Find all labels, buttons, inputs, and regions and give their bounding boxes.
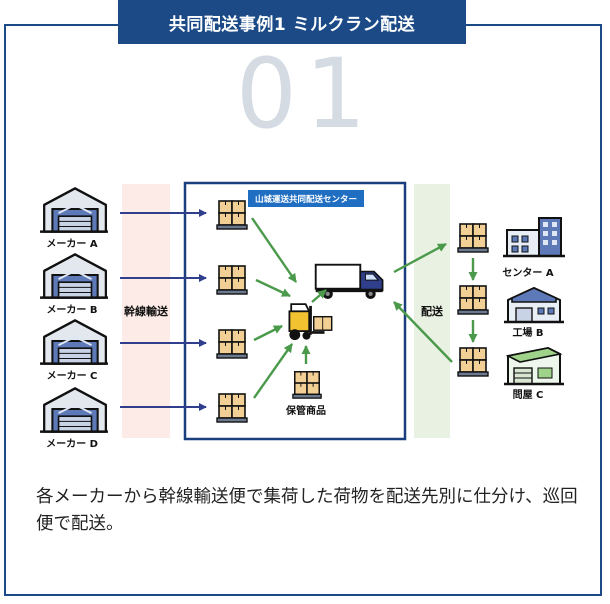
return-arrow <box>393 301 453 363</box>
pallet-icon <box>216 200 248 230</box>
flow-arrow <box>253 343 293 399</box>
maker-label: メーカー C <box>47 370 98 382</box>
delivery-arrow <box>393 242 447 274</box>
pallet-icon <box>457 347 489 377</box>
destination-label: 問屋 C <box>513 389 544 401</box>
center-name-tag <box>248 190 364 207</box>
flow-arrow <box>253 324 283 342</box>
storage-label: 保管商品 <box>285 404 326 417</box>
warehouse-icon <box>502 346 566 386</box>
pallet-icon <box>216 265 248 295</box>
maker-label: メーカー D <box>46 438 98 450</box>
maker-label: メーカー B <box>46 304 97 316</box>
pallet-icon <box>457 223 489 253</box>
case-number: 01 <box>235 38 375 150</box>
destination-wholesaler-c: 問屋 C <box>502 346 566 401</box>
factory-icon <box>38 253 110 299</box>
flow-arrow <box>251 217 297 283</box>
trunk-transport-label: 幹線輸送 <box>124 304 169 318</box>
flow-arrow <box>311 289 327 303</box>
factory-icon <box>38 319 110 365</box>
maker-label: メーカー A <box>46 238 97 250</box>
center-name: 山城運送共同配送センター <box>255 194 357 205</box>
delivery-label: 配送 <box>421 304 444 318</box>
trunk-transport-band <box>122 184 170 438</box>
maker-d: メーカー D <box>38 387 110 450</box>
destination-label: 工場 B <box>512 326 543 339</box>
pallet-icon <box>216 329 248 359</box>
delivery-band <box>414 184 450 438</box>
factory-icon <box>38 187 110 233</box>
factory-icon <box>38 387 110 433</box>
description-text: 各メーカーから幹線輸送便で集荷した荷物を配送先別に仕分け、巡回便で配送。 <box>36 487 578 535</box>
pallet-icon <box>216 393 248 423</box>
destination-label: センター A <box>502 267 553 279</box>
page-title: 共同配送事例1 ミルクラン配送 <box>118 0 466 44</box>
maker-b: メーカー B <box>38 253 110 316</box>
destination-center-a: センター A <box>502 216 567 279</box>
destination-factory-b: 工場 B <box>502 286 566 339</box>
pallet-icon <box>292 370 322 399</box>
flow-arrow <box>255 278 291 298</box>
pallet-icon <box>457 285 489 315</box>
factory-icon <box>502 286 566 324</box>
maker-a: メーカー A <box>38 187 110 250</box>
maker-c: メーカー C <box>38 319 110 382</box>
office-building-icon <box>502 216 567 258</box>
